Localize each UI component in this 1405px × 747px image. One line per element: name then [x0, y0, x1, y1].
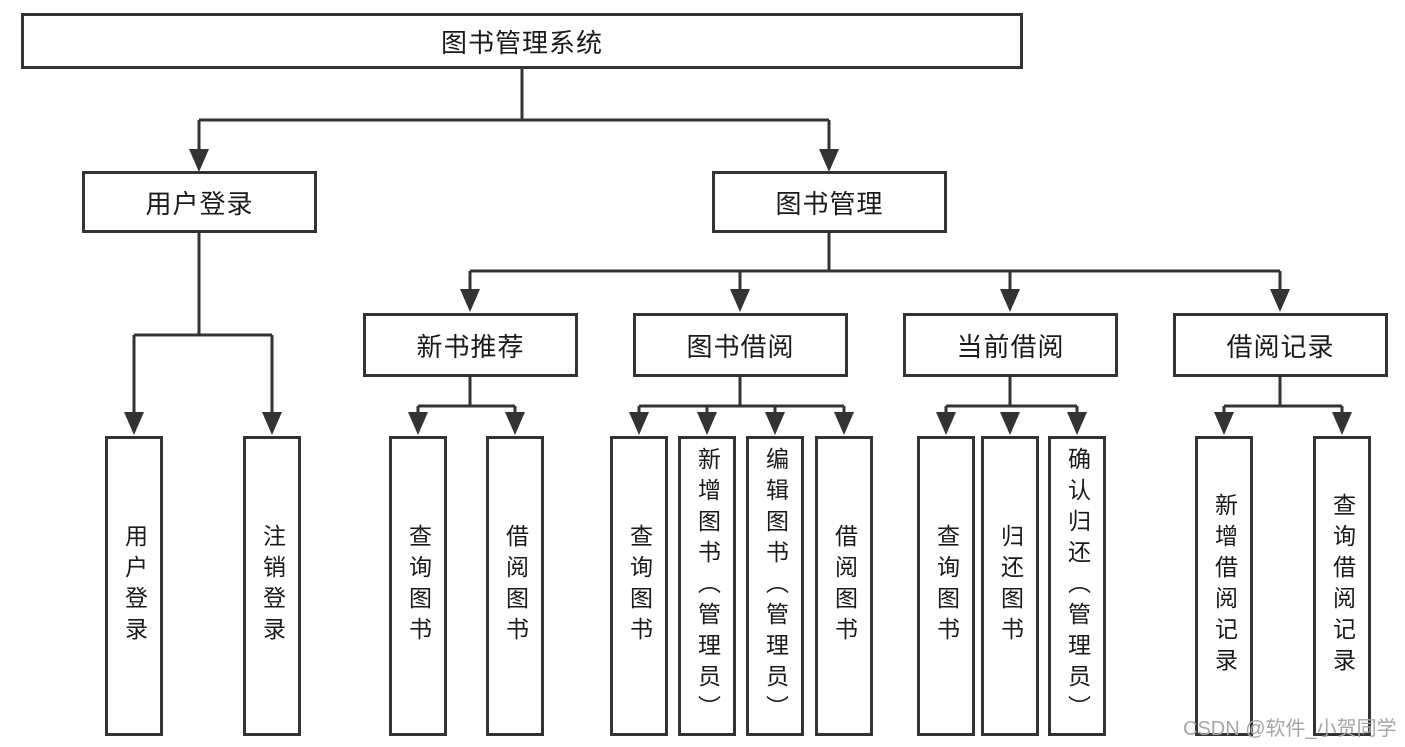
- arrow-down-icon: [1000, 289, 1020, 312]
- leaf-borrow-add-books-admin-label: 新增图书（管理员）: [694, 446, 721, 726]
- arrow-down-icon: [765, 412, 785, 435]
- arrow-down-icon: [408, 412, 428, 435]
- arrow-down-icon: [262, 412, 282, 435]
- leaf-records-query-record-label: 查询借阅记录: [1329, 493, 1356, 679]
- arrow-down-icon: [936, 412, 956, 435]
- leaf-borrow-edit-books-admin-label: 编辑图书（管理员）: [762, 446, 789, 726]
- leaf-current-return-books-label: 归还图书: [997, 524, 1024, 648]
- leaf-borrow-add-books-admin: 新增图书（管理员）: [678, 436, 736, 736]
- leaf-logout-label: 注销登录: [259, 524, 286, 648]
- leaf-newbook-borrow-books: 借阅图书: [486, 436, 544, 736]
- connector-root: [197, 69, 831, 153]
- leaf-borrow-borrow-books: 借阅图书: [815, 436, 873, 736]
- arrow-down-icon: [505, 412, 525, 435]
- leaf-newbook-query-books-label: 查询图书: [405, 524, 432, 648]
- arrow-down-icon: [124, 412, 144, 435]
- leaf-newbook-query-books: 查询图书: [389, 436, 447, 736]
- leaf-logout: 注销登录: [243, 436, 301, 736]
- leaf-records-query-record: 查询借阅记录: [1313, 436, 1371, 736]
- arrow-down-icon: [460, 289, 480, 312]
- node-book-management-label: 图书管理: [775, 188, 884, 219]
- leaf-borrow-query-books: 查询图书: [610, 436, 668, 736]
- node-book-borrow: 图书借阅: [633, 313, 848, 377]
- arrow-down-icon: [629, 412, 649, 435]
- leaf-borrow-query-books-label: 查询图书: [626, 524, 653, 648]
- connector-user-login: [132, 233, 274, 415]
- leaf-user-login-label: 用户登录: [121, 524, 148, 648]
- leaf-current-return-books: 归还图书: [981, 436, 1039, 736]
- arrow-down-icon: [1067, 412, 1087, 435]
- leaf-borrow-borrow-books-label: 借阅图书: [831, 524, 858, 648]
- node-root-label: 图书管理系统: [440, 27, 603, 58]
- node-book-management: 图书管理: [712, 171, 947, 233]
- arrow-down-icon: [834, 412, 854, 435]
- node-current-borrow-label: 当前借阅: [956, 331, 1065, 362]
- node-new-book-recommend-label: 新书推荐: [416, 331, 525, 362]
- arrow-down-icon: [697, 412, 717, 435]
- arrow-down-icon: [1000, 412, 1020, 435]
- node-root: 图书管理系统: [21, 13, 1023, 69]
- leaf-current-query-books: 查询图书: [917, 436, 975, 736]
- node-book-borrow-label: 图书借阅: [686, 331, 795, 362]
- leaf-newbook-borrow-books-label: 借阅图书: [502, 524, 529, 648]
- leaf-current-confirm-return-admin: 确认归还（管理员）: [1048, 436, 1106, 736]
- connector-book-mgmt: [468, 233, 1282, 293]
- leaf-current-query-books-label: 查询图书: [933, 524, 960, 648]
- arrow-down-icon: [819, 149, 839, 172]
- connector-borrow-records: [1222, 377, 1344, 415]
- node-borrow-records-label: 借阅记录: [1226, 331, 1335, 362]
- arrowheads: [124, 149, 1352, 435]
- connector-book-borrow: [637, 377, 846, 415]
- arrow-down-icon: [1332, 412, 1352, 435]
- node-new-book-recommend: 新书推荐: [363, 313, 578, 377]
- leaf-current-confirm-return-admin-label: 确认归还（管理员）: [1064, 446, 1091, 726]
- node-user-login: 用户登录: [82, 171, 317, 233]
- csdn-watermark: CSDN @软件_小贺同学: [1183, 718, 1397, 740]
- node-borrow-records: 借阅记录: [1173, 313, 1388, 377]
- arrow-down-icon: [730, 289, 750, 312]
- arrow-down-icon: [1270, 289, 1290, 312]
- connector-new-books: [416, 377, 517, 415]
- arrow-down-icon: [189, 149, 209, 172]
- leaf-borrow-edit-books-admin: 编辑图书（管理员）: [746, 436, 804, 736]
- leaf-records-add-record: 新增借阅记录: [1195, 436, 1253, 736]
- node-current-borrow: 当前借阅: [903, 313, 1118, 377]
- leaf-records-add-record-label: 新增借阅记录: [1211, 493, 1238, 679]
- connector-current-borrow: [944, 377, 1079, 415]
- leaf-user-login: 用户登录: [105, 436, 163, 736]
- arrow-down-icon: [1214, 412, 1234, 435]
- node-user-login-label: 用户登录: [145, 188, 254, 219]
